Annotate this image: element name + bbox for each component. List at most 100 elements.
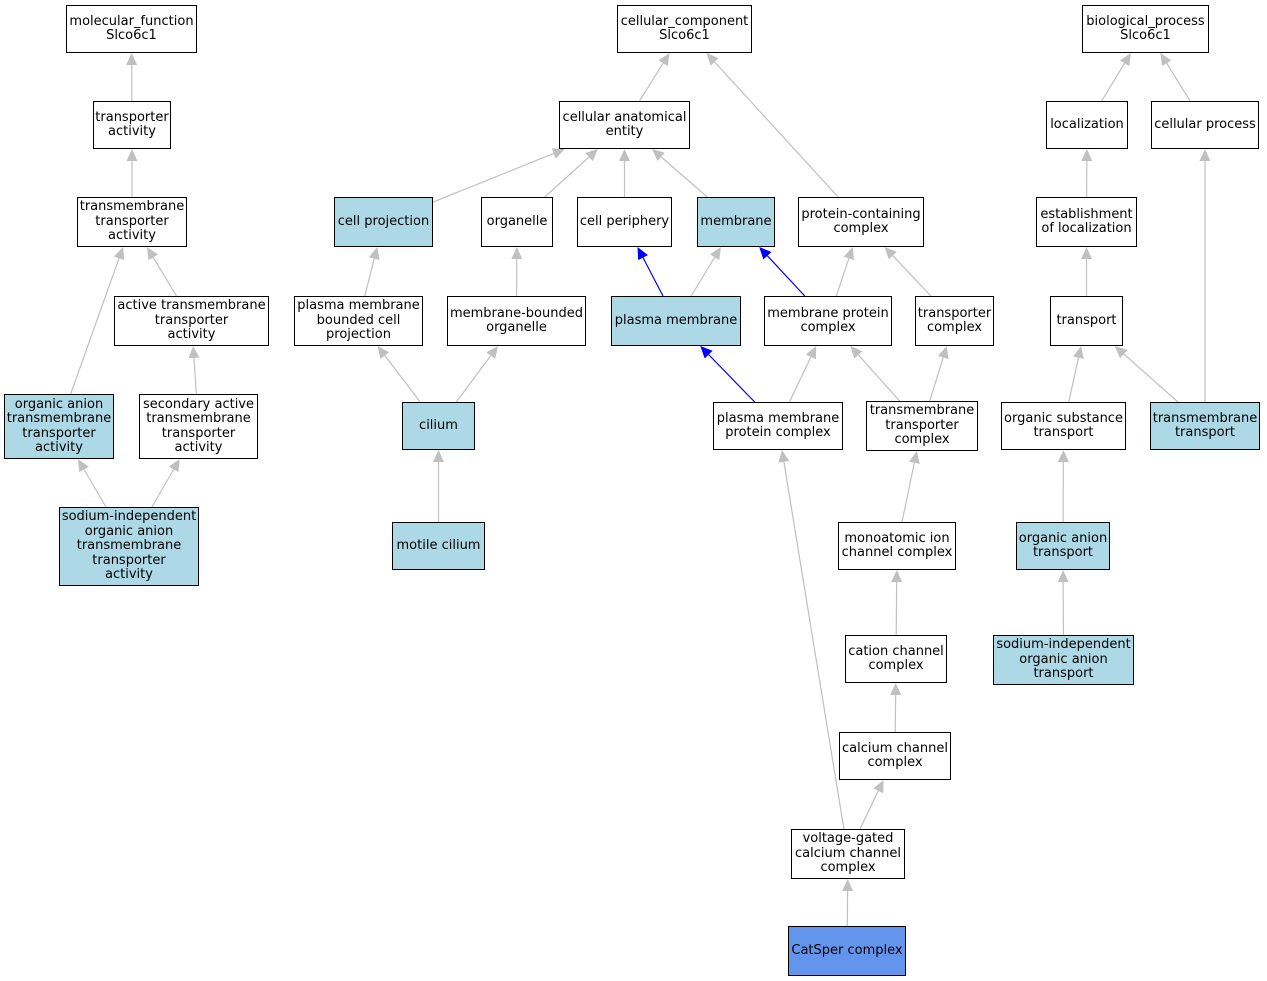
edge-pm-to-cper [637,247,664,297]
edge-line [1166,62,1191,102]
term-node-tc[interactable]: transporter complex [915,296,994,346]
edge-arrowhead [1073,346,1084,359]
edge-tr-to-eol [1081,247,1092,296]
edge-cil-to-mbo [455,346,498,403]
term-label: biological_process Slco6c1 [1086,13,1205,43]
edge-line [642,257,664,297]
term-label: molecular_function Slco6c1 [69,13,194,43]
edge-line [193,357,197,395]
term-node-mich[interactable]: monoatomic ion channel complex [838,522,956,570]
term-node-sioat[interactable]: sodium-independent organic anion transpo… [993,635,1134,685]
edge-line [364,258,375,297]
term-label: protein-containing complex [801,206,921,236]
edge-line [714,61,839,198]
edge-arrowhead [1160,53,1172,67]
term-node-eol[interactable]: establishment of localization [1036,197,1137,247]
edge-line [1068,357,1080,403]
term-label: transporter complex [917,305,992,335]
edge-arrowhead [884,247,897,260]
edge-arrowhead [850,346,863,359]
edge-line [70,258,120,395]
edge-line [544,156,590,198]
term-label: sodium-independent organic anion transpo… [996,637,1131,682]
edge-cae-to-cc [638,53,670,102]
edge-arrowhead [637,247,648,261]
term-node-catc[interactable]: cation channel complex [845,635,947,683]
edge-catc-to-mich [891,570,903,636]
term-label: monoatomic ion channel complex [841,530,953,560]
edge-pcc-to-cc [706,53,839,198]
term-node-vgcc[interactable]: voltage-gated calcium channel complex [791,829,905,879]
term-node-org[interactable]: organelle [481,197,553,247]
edge-arrowhead [585,149,598,162]
edge-vgcc-to-calc [859,780,884,830]
edge-mcil-to-cil [433,450,444,522]
term-node-pcc[interactable]: protein-containing complex [798,197,924,247]
edge-arrowhead [700,346,713,359]
edge-arrowhead [1114,346,1128,359]
edge-cp-to-cae [432,148,565,203]
term-node-ost[interactable]: organic substance transport [1001,402,1126,450]
edge-line [788,356,812,403]
term-node-tr[interactable]: transport [1050,296,1123,346]
term-node-mpc[interactable]: membrane protein complex [764,296,892,346]
term-node-tmta[interactable]: transmembrane transporter activity [77,197,187,247]
term-node-pmbcp[interactable]: plasma membrane bounded cell projection [294,296,423,346]
edge-tmtc-to-tc [929,346,949,402]
term-label: cation channel complex [848,643,944,673]
term-label: motile cilium [396,537,481,553]
term-node-cae[interactable]: cellular anatomical entity [559,101,690,149]
term-node-tmt[interactable]: transmembrane transport [1150,402,1260,450]
edge-arrowhead [1081,247,1092,259]
term-node-mbo[interactable]: membrane-bounded organelle [447,296,586,346]
term-node-cper[interactable]: cell periphery [577,197,672,247]
edge-line [892,255,932,297]
edge-line [857,354,901,402]
term-node-tmtc[interactable]: transmembrane transporter complex [866,401,978,451]
term-node-ta[interactable]: transporter activity [93,101,171,149]
edge-oat-to-ost [1057,450,1069,523]
edge-line [1101,62,1126,102]
term-node-cp[interactable]: cell projection [334,197,433,247]
edge-arrowhead [1119,53,1131,67]
term-node-cc[interactable]: cellular_component Slco6c1 [617,5,752,53]
term-node-pmpc[interactable]: plasma membrane protein complex [713,402,843,450]
edge-arrowhead [759,247,772,260]
term-node-mcil[interactable]: motile cilium [392,522,485,570]
edge-arrowhead [1057,450,1069,463]
edge-arrowhead [368,247,380,260]
term-node-mem[interactable]: membrane [697,197,775,247]
term-node-csc[interactable]: CatSper complex [788,926,906,976]
edge-pmbcp-to-cp [364,247,380,297]
edge-line [1123,353,1179,403]
term-label: cell periphery [579,213,670,229]
term-node-oata[interactable]: organic anion transmembrane transporter … [4,394,114,459]
term-node-oat[interactable]: organic anion transport [1016,522,1110,570]
term-label: localization [1050,116,1124,132]
edge-arrowhead [188,346,200,359]
term-node-atta[interactable]: active transmembrane transporter activit… [114,296,269,346]
term-node-sioa[interactable]: sodium-independent organic anion transme… [59,507,199,586]
edge-line [708,354,756,403]
edge-sioa-to-sata [151,459,180,508]
term-node-loc[interactable]: localization [1046,101,1128,149]
term-label: cellular process [1154,116,1256,132]
edge-line [660,156,708,198]
term-node-cpr[interactable]: cellular process [1151,101,1259,149]
term-node-mf[interactable]: molecular_function Slco6c1 [66,5,197,53]
term-node-pm[interactable]: plasma membrane [611,296,741,346]
edge-arrowhead [908,451,920,464]
edge-line [835,258,850,297]
term-node-bp[interactable]: biological_process Slco6c1 [1082,5,1209,53]
edge-vgcc-to-pmpc [778,450,845,830]
term-label: membrane protein complex [767,305,889,335]
edge-arrowhead [873,780,884,794]
term-label: organelle [486,213,548,229]
edge-arrowhead [843,247,855,261]
term-node-sata[interactable]: secondary active transmembrane transport… [139,394,258,459]
edge-ta-to-mf [126,53,138,102]
edge-arrowhead [126,53,138,66]
term-node-cil[interactable]: cilium [402,402,475,450]
term-node-calc[interactable]: calcium channel complex [839,732,951,780]
edge-arrowhead [891,570,903,583]
